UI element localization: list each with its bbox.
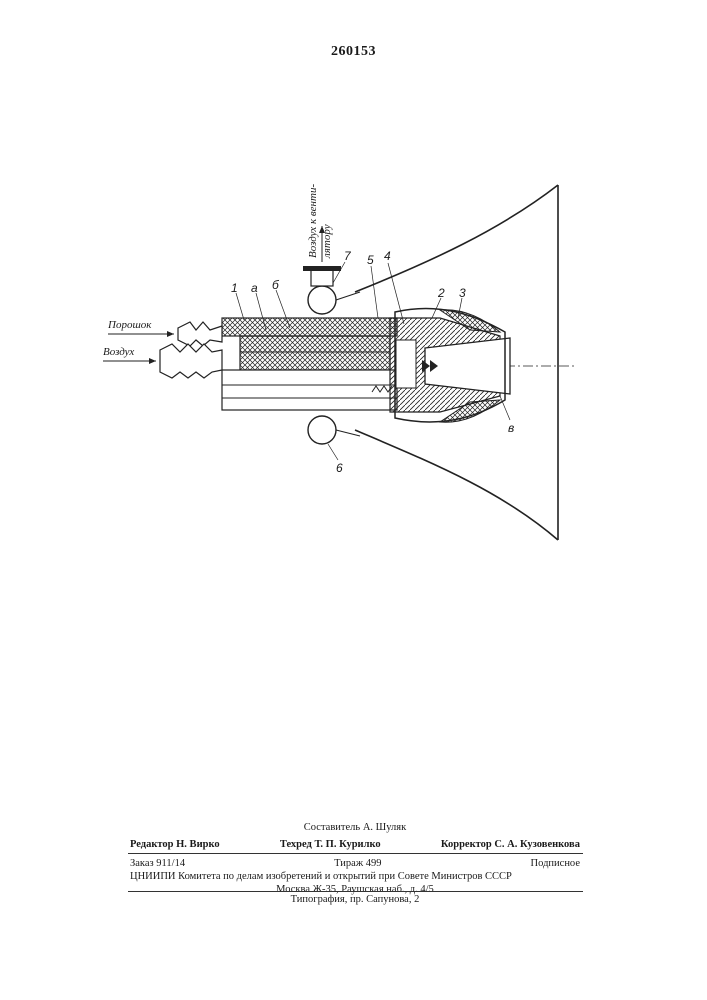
divider-top — [128, 853, 583, 854]
horn-upper-edge — [355, 185, 558, 292]
body-lower — [222, 370, 397, 410]
ref-4: 4 — [384, 249, 391, 263]
horn-lower-edge — [355, 430, 558, 540]
ref-1: 1 — [231, 281, 238, 295]
order-number: Заказ 911/14 — [130, 857, 185, 870]
ring-upper — [308, 286, 336, 314]
institute: ЦНИИПИ Комитета по делам изобретений и о… — [130, 870, 580, 883]
techred-credit: Техред Т. П. Курилко — [280, 838, 381, 851]
label-air-to-fan-1: Воздух к венти- — [307, 184, 319, 258]
editor-credit: Редактор Н. Вирко — [130, 838, 220, 851]
credits-row: Редактор Н. Вирко Техред Т. П. Курилко К… — [130, 838, 580, 851]
ref-3: 3 — [459, 286, 466, 300]
ring-lower — [308, 416, 336, 444]
ref-b: б — [272, 278, 280, 292]
body-upper — [222, 318, 397, 336]
printing-house: Типография, пр. Сапунова, 2 — [130, 894, 580, 905]
ref-6: 6 — [336, 461, 343, 475]
outlet-pipe — [311, 270, 333, 286]
label-air: Воздух — [103, 346, 134, 358]
air-fitting — [160, 344, 222, 378]
label-air-to-fan-2: лятору — [321, 224, 333, 259]
body-core — [240, 336, 390, 370]
circulation: Тираж 499 — [334, 857, 381, 870]
label-powder: Порошок — [107, 319, 152, 331]
corrector-credit: Корректор С. А. Кузовенкова — [441, 838, 580, 851]
divider-bottom — [128, 891, 583, 892]
compiler-line: Составитель А. Шуляк — [130, 822, 580, 833]
ref-a: а — [251, 281, 258, 295]
ref-5: 5 — [367, 253, 374, 267]
powder-fitting — [178, 322, 222, 346]
ref-7: 7 — [344, 249, 352, 263]
subscription: Подписное — [531, 857, 580, 870]
ref-v: в — [508, 421, 514, 435]
ref-2: 2 — [437, 286, 445, 300]
